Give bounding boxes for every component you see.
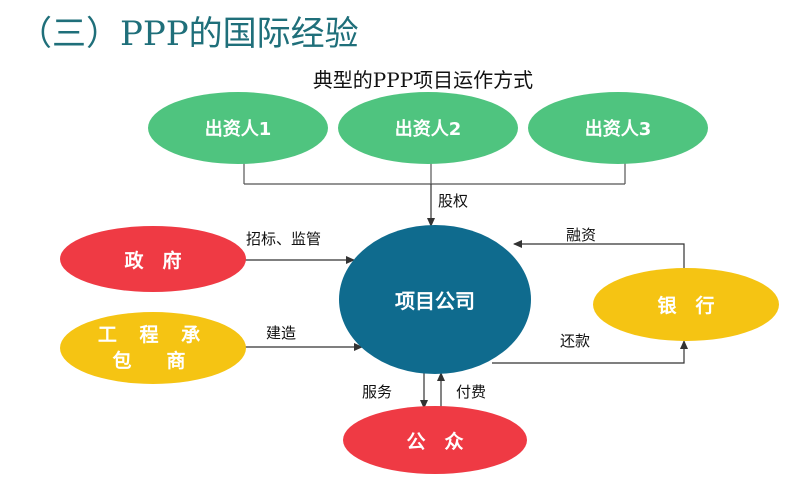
page-title: （三）PPP的国际经验 [18,14,359,54]
bank-label: 银 行 [657,295,715,317]
investor-3-label: 出资人3 [584,119,652,140]
public-label: 公 众 [406,430,464,453]
service-label: 服务 [362,383,393,401]
contractor-label-line2: 包 商 [112,350,194,372]
tender-supervision-label: 招标、监管 [246,230,322,248]
payment-label: 付费 [456,383,487,401]
bank-node: 银 行 [593,268,779,341]
investor-2-node: 出资人2 [338,92,518,164]
construction-label: 建造 [266,324,297,342]
investor-1-label: 出资人1 [204,119,272,140]
repayment-label: 还款 [560,332,591,350]
investor-2-label: 出资人2 [394,119,462,140]
project-company-label: 项目公司 [395,289,475,313]
public-node: 公 众 [343,406,527,474]
project-company-node: 项目公司 [339,225,531,374]
repayment-arrow [492,340,688,364]
financing-label: 融资 [566,226,597,244]
investor-1-node: 出资人1 [148,92,328,164]
government-node: 政 府 [60,226,246,292]
investor-3-node: 出资人3 [528,92,708,164]
contractor-label-line1: 工 程 承 [97,324,209,346]
government-label: 政 府 [124,249,182,272]
equity-label: 股权 [438,192,469,210]
contractor-node: 工 程 承 包 商 [60,312,246,384]
diagram-subtitle: 典型的PPP项目运作方式 [312,68,534,92]
financing-arrow [513,240,685,268]
